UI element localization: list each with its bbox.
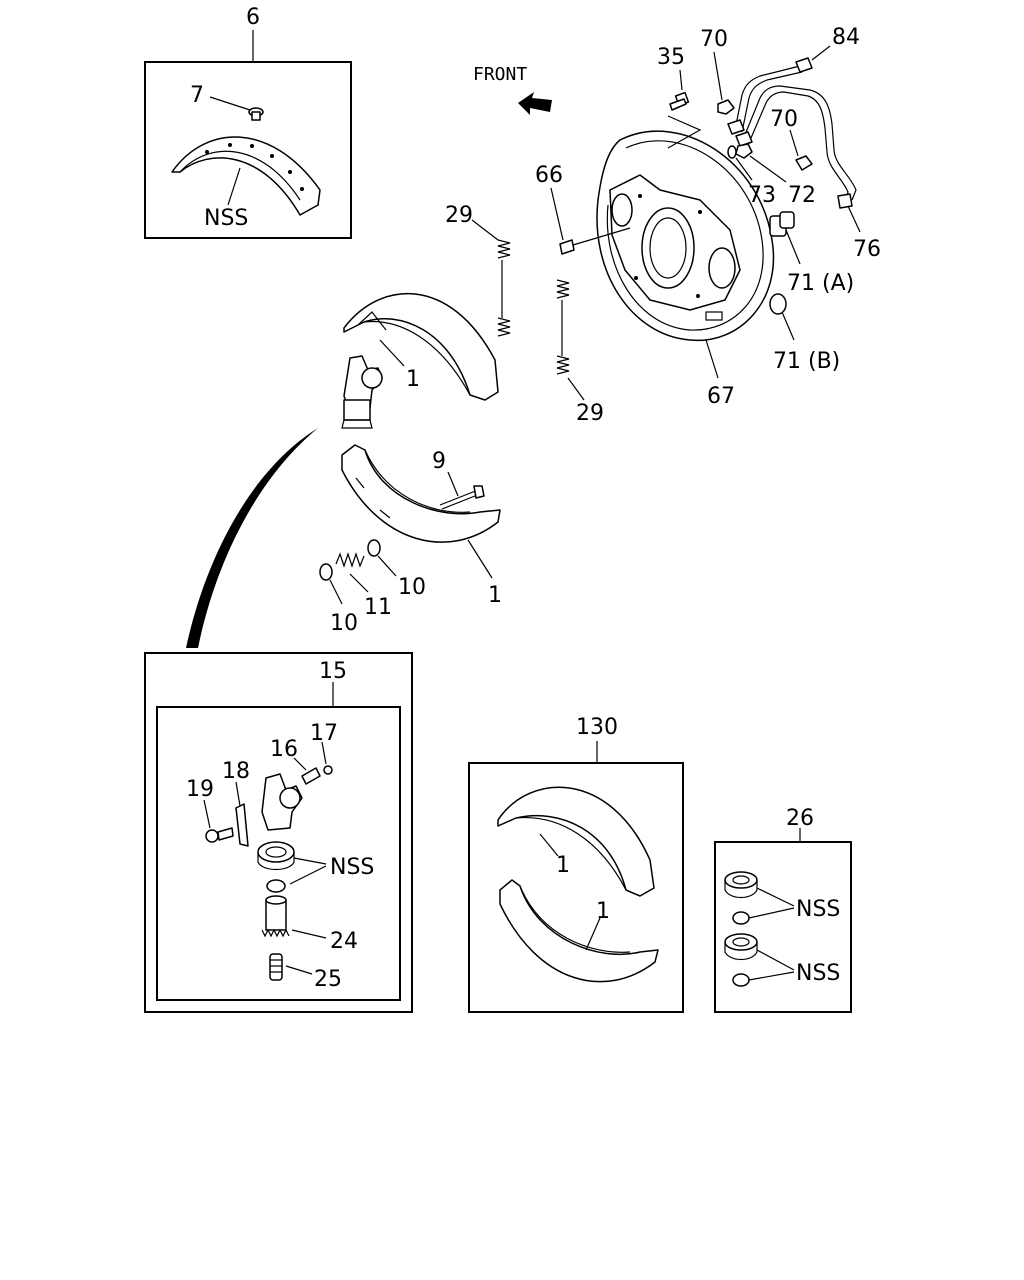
callout-9: 9 bbox=[432, 449, 446, 474]
callout-66: 66 bbox=[535, 163, 563, 188]
nss-label-kit-upper: NSS bbox=[796, 897, 840, 922]
callout-70-upper: 70 bbox=[700, 27, 728, 52]
backing-plate-part bbox=[596, 130, 775, 342]
callout-130: 130 bbox=[576, 715, 618, 740]
adjuster-kit-outer-box bbox=[144, 652, 413, 1013]
lining-kit-box bbox=[144, 61, 352, 239]
callout-15: 15 bbox=[319, 659, 347, 684]
brake-shoe-upper-part bbox=[343, 292, 499, 401]
shoe-set-box bbox=[468, 762, 684, 1013]
plug-71a-part bbox=[769, 211, 795, 237]
callout-19: 19 bbox=[186, 777, 214, 802]
callout-35: 35 bbox=[657, 45, 685, 70]
callout-7: 7 bbox=[190, 83, 204, 108]
front-direction-label: FRONT bbox=[473, 64, 527, 85]
nss-label: NSS bbox=[204, 206, 248, 231]
rivet-part bbox=[248, 107, 264, 121]
callout-29-lower: 29 bbox=[576, 401, 604, 426]
pin-9-part bbox=[439, 485, 485, 510]
bolt-66-part bbox=[559, 227, 631, 255]
adjuster-body-part bbox=[261, 773, 303, 831]
callout-84: 84 bbox=[832, 25, 860, 50]
callout-10-right: 10 bbox=[398, 575, 426, 600]
callout-18: 18 bbox=[222, 759, 250, 784]
callout-25: 25 bbox=[314, 967, 342, 992]
adjuster-screw-24-part bbox=[261, 895, 290, 938]
callout-73: 73 bbox=[748, 183, 776, 208]
nut-72-part bbox=[735, 143, 753, 159]
spring-11-part bbox=[335, 552, 365, 568]
brake-lining-part bbox=[171, 136, 321, 216]
callout-17: 17 bbox=[310, 721, 338, 746]
clip-70-lower-part bbox=[795, 155, 813, 171]
seal-kit-lower-part bbox=[724, 933, 758, 987]
seal-kit-upper-part bbox=[724, 871, 758, 925]
spring-29-lower-part bbox=[556, 279, 570, 375]
shoe-set-upper-part bbox=[497, 786, 655, 897]
callout-70-lower: 70 bbox=[770, 107, 798, 132]
callout-29-upper: 29 bbox=[445, 203, 473, 228]
seal-kit-box bbox=[714, 841, 852, 1013]
callout-11: 11 bbox=[364, 595, 392, 620]
callout-16: 16 bbox=[270, 737, 298, 762]
callout-1-upper-shoe: 1 bbox=[406, 367, 420, 392]
callout-24: 24 bbox=[330, 929, 358, 954]
callout-26: 26 bbox=[786, 806, 814, 831]
washer-10-right-part bbox=[367, 539, 381, 557]
callout-1-shoeset-upper: 1 bbox=[556, 853, 570, 878]
callout-1-lower-shoe: 1 bbox=[488, 583, 502, 608]
clip-70-upper-part bbox=[717, 99, 735, 115]
nss-label-adjuster: NSS bbox=[330, 855, 374, 880]
adjuster-assembly-part bbox=[341, 355, 383, 429]
front-arrow-icon bbox=[518, 92, 552, 115]
nss-label-kit-lower: NSS bbox=[796, 961, 840, 986]
brake-shoe-lower-part bbox=[341, 444, 501, 543]
pin-25-part bbox=[269, 953, 283, 981]
bolt-35-part bbox=[669, 91, 690, 111]
plate-18-part bbox=[235, 803, 249, 847]
callout-67: 67 bbox=[707, 384, 735, 409]
callout-6: 6 bbox=[246, 5, 260, 30]
washer-10-left-part bbox=[319, 563, 333, 581]
callout-71a: 71 (A) bbox=[787, 271, 854, 296]
callout-76: 76 bbox=[853, 237, 881, 262]
cap-17-part bbox=[323, 765, 333, 775]
adjuster-kit-inner-box bbox=[156, 706, 401, 1001]
shoe-set-lower-part bbox=[499, 879, 659, 983]
seal-nss-part bbox=[257, 841, 295, 893]
spring-29-upper-part bbox=[497, 239, 511, 337]
callout-1-shoeset-lower: 1 bbox=[596, 899, 610, 924]
plug-71b-part bbox=[769, 293, 787, 315]
bleeder-16-part bbox=[301, 767, 321, 785]
callout-71b: 71 (B) bbox=[773, 349, 840, 374]
brake-pipe-part bbox=[727, 57, 857, 209]
callout-10-left: 10 bbox=[330, 611, 358, 636]
callout-72: 72 bbox=[788, 183, 816, 208]
detail-reference-arrow bbox=[186, 428, 318, 648]
washer-73-part bbox=[727, 145, 737, 159]
screw-19-part bbox=[205, 827, 234, 843]
